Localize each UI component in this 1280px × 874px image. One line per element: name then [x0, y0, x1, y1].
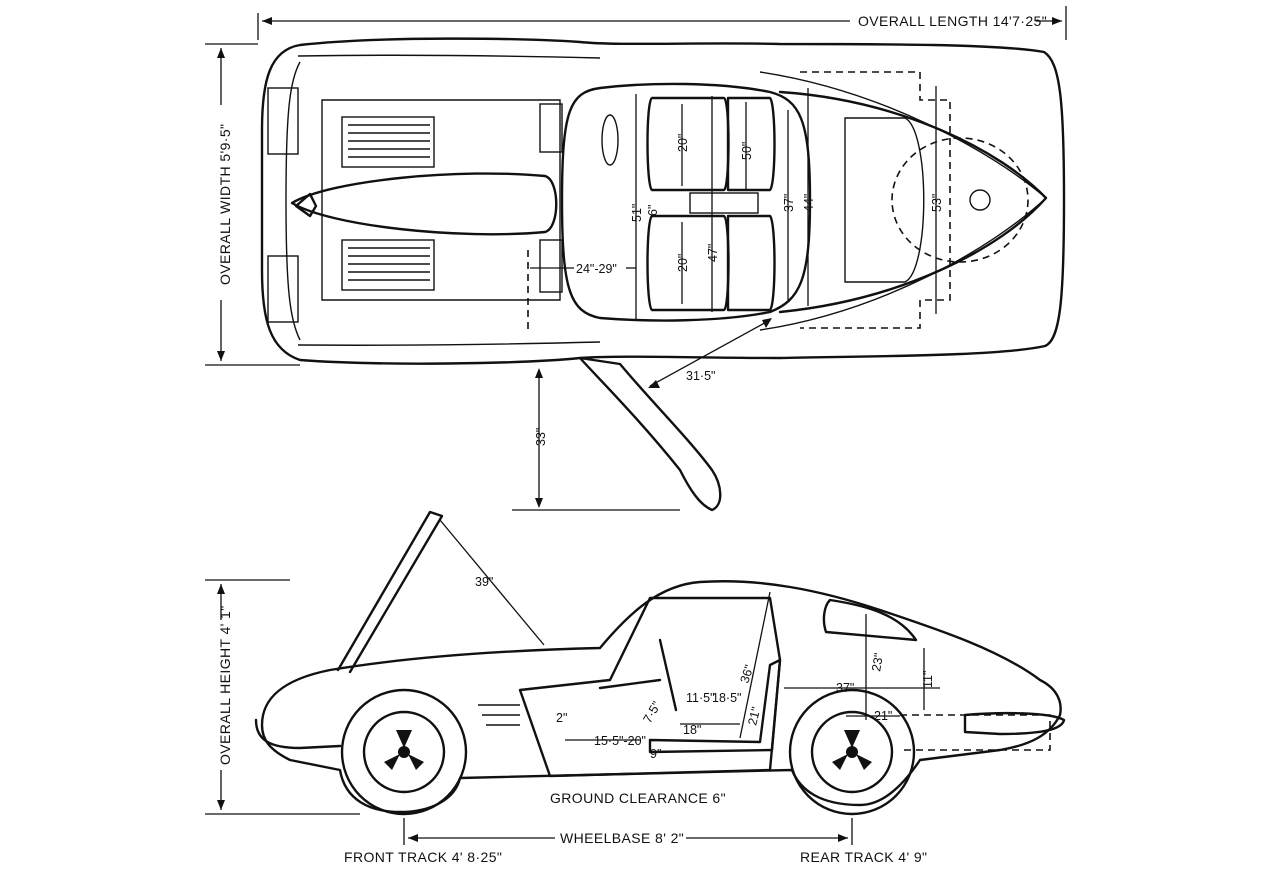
body-outline-top	[260, 37, 1066, 365]
cockpit-outline	[560, 82, 812, 322]
seat-side	[648, 658, 782, 754]
hood-vent-right	[341, 239, 435, 291]
rear-floor-label: 21"	[874, 709, 892, 723]
luggage-length-label: 37"	[836, 681, 854, 695]
luggage-width-c-label: 53"	[930, 194, 944, 212]
overall-width-label: OVERALL WIDTH 5'9·5"	[217, 124, 233, 285]
front-emblem	[294, 192, 318, 218]
luggage-width-a-label: 37"	[782, 194, 796, 212]
wheelbase-label: WHEELBASE 8' 2"	[560, 830, 684, 846]
rear-side-window	[822, 598, 918, 642]
side-view: OVERALL HEIGHT 4' 1" 39"	[205, 510, 1066, 865]
center-console	[689, 192, 759, 214]
overall-width-dimension: OVERALL WIDTH 5'9·5"	[205, 43, 300, 366]
seat-back-label: 21"	[745, 706, 763, 727]
hood-vent-left	[341, 116, 435, 168]
seat-width-top-label: 20"	[676, 134, 690, 152]
overall-length-dimension: OVERALL LENGTH 14'7·25"	[257, 6, 1067, 40]
rear-wheel	[788, 688, 916, 816]
pedal-distance-label: 15·5"-20"	[594, 734, 646, 748]
cushion-depth-label: 18"	[683, 723, 701, 737]
elbow-width-label: 47"	[706, 244, 720, 262]
headlight-right	[267, 255, 299, 323]
seat-height-label: 9"	[650, 747, 661, 761]
rear-track-label: REAR TRACK 4' 9"	[800, 849, 927, 865]
pedal-offset-label: 2"	[556, 711, 567, 725]
ground-clearance-label: GROUND CLEARANCE 6"	[550, 790, 726, 806]
seat-travel-b-label: 18·5"	[712, 691, 741, 705]
door-open	[578, 356, 722, 512]
seat-width-bottom-label: 20"	[676, 254, 690, 272]
seat-length-label: 50"	[740, 142, 754, 160]
headlight-left	[267, 87, 299, 155]
sill-height-label: 11"	[921, 671, 935, 688]
luggage-height-label: 23"	[869, 652, 886, 672]
steering-wheel	[601, 114, 619, 166]
knee-room-label: 7·5"	[640, 699, 663, 725]
shoulder-width-label: 51"	[630, 204, 644, 222]
front-track-label: FRONT TRACK 4' 8·25"	[344, 849, 502, 865]
overall-length-label: OVERALL LENGTH 14'7·25"	[858, 13, 1047, 29]
front-wheel	[340, 688, 468, 816]
rear-emblem	[969, 189, 991, 211]
door-width-label: 33"	[534, 428, 548, 446]
plan-view: OVERALL LENGTH 14'7·25" OVERALL WIDTH 5'…	[205, 6, 1067, 512]
between-seats-label: 6"	[646, 205, 660, 216]
luggage-width-b-label: 44"	[802, 194, 816, 212]
hood-open	[336, 510, 444, 674]
headroom-label: 36"	[738, 663, 757, 685]
pedal-reach-label: 24"-29"	[576, 262, 617, 276]
seat-travel-a-label: 11·5"	[686, 691, 715, 705]
door-opening-label: 31·5"	[686, 369, 715, 383]
body-outline-side	[260, 580, 1062, 814]
hood-open-label: 39"	[475, 575, 493, 589]
overall-height-label: OVERALL HEIGHT 4' 1"	[217, 605, 233, 765]
